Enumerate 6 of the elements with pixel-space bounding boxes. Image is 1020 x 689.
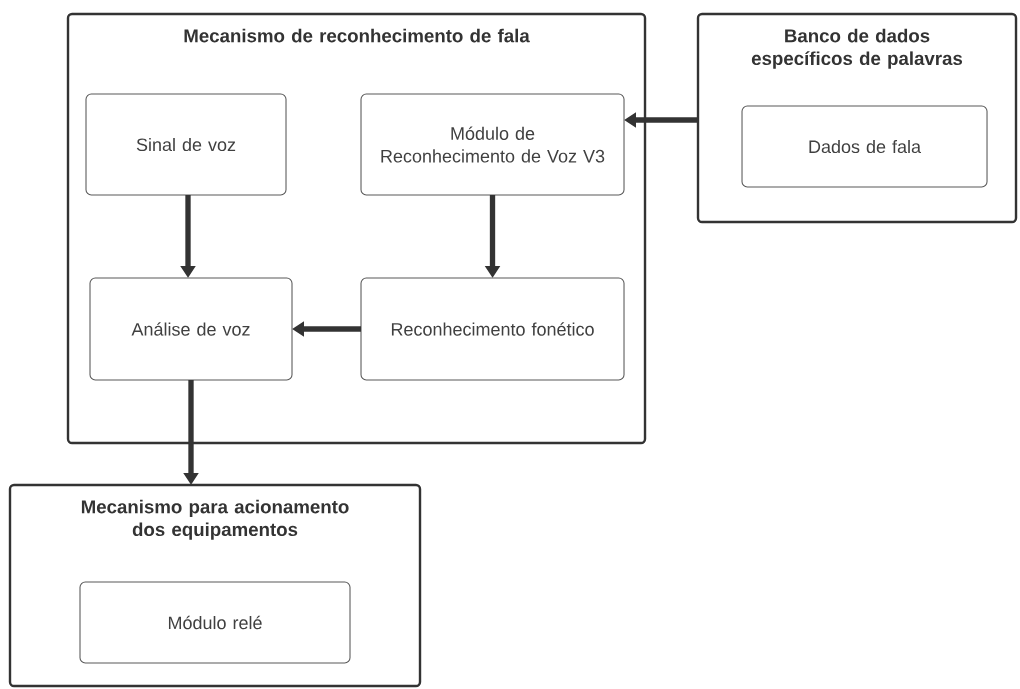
process-box: Módulo de Reconhecimento de Voz V3	[360, 93, 625, 196]
process-box: Dados de fala	[741, 105, 988, 188]
process-box: Análise de voz	[89, 277, 293, 381]
process-box: Reconhecimento fonético	[360, 277, 625, 381]
process-box: Sinal de voz	[85, 93, 287, 196]
process-box: Módulo relé	[79, 581, 351, 664]
